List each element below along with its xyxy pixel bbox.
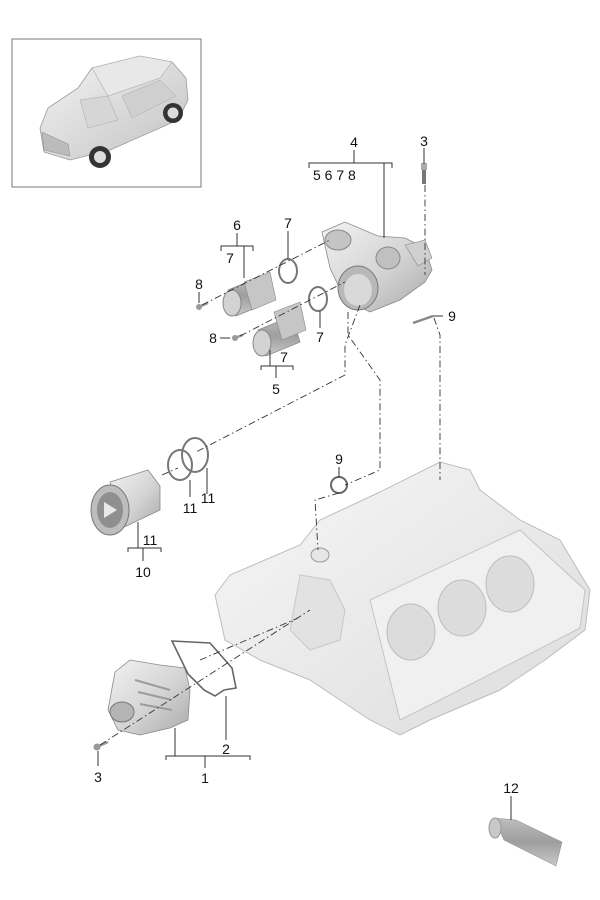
o-ring-lower [308,286,328,312]
callout-6-contents: 7 [226,250,234,266]
sealant-tube [488,817,563,867]
callout-3-top[interactable]: 3 [420,133,428,149]
upper-pipe-connector [222,271,277,317]
seal-ring-9 [330,476,348,494]
callout-8-upper[interactable]: 8 [195,276,203,292]
thermostat [90,469,161,536]
callout-4[interactable]: 4 [350,134,358,150]
o-ring-11-b [181,437,209,473]
callout-5[interactable]: 5 [272,381,280,397]
o-ring-11-a [167,449,193,481]
thermostat-housing [321,221,433,313]
callout-3-bottom[interactable]: 3 [94,769,102,785]
vehicle-thumbnail [11,38,202,188]
car-icon [39,55,189,168]
callout-4-contents: 5 6 7 8 [313,167,356,183]
assembly-lines [99,185,441,746]
callout-8-lower[interactable]: 8 [209,330,217,346]
callout-7-lower[interactable]: 7 [316,329,324,345]
callout-9-right[interactable]: 9 [448,308,456,324]
callout-10-contents: 11 [143,532,158,548]
lower-pipe-connector [252,301,307,357]
callouts: 4 5 6 7 8 3 6 7 7 8 8 7 7 5 9 9 11 11 11… [94,133,519,796]
callout-6[interactable]: 6 [233,217,241,233]
callout-11-b[interactable]: 11 [201,490,216,506]
bolt-upper [196,301,209,310]
pin-9 [412,314,434,325]
callout-11-a[interactable]: 11 [183,500,198,516]
callout-5-contents: 7 [280,349,288,365]
callout-12[interactable]: 12 [503,780,519,796]
callout-1[interactable]: 1 [201,770,209,786]
bolt-bottom [93,740,109,751]
callout-2[interactable]: 2 [222,741,230,757]
bolt-lower [232,333,244,341]
gasket [170,640,237,697]
leader-lines [97,148,512,820]
callout-10[interactable]: 10 [135,564,151,580]
callout-7-top[interactable]: 7 [284,215,292,231]
o-ring-upper [278,258,298,284]
engine-block [214,461,591,736]
bolt-top [421,163,427,184]
callout-9-lower[interactable]: 9 [335,451,343,467]
water-pump [107,659,191,736]
